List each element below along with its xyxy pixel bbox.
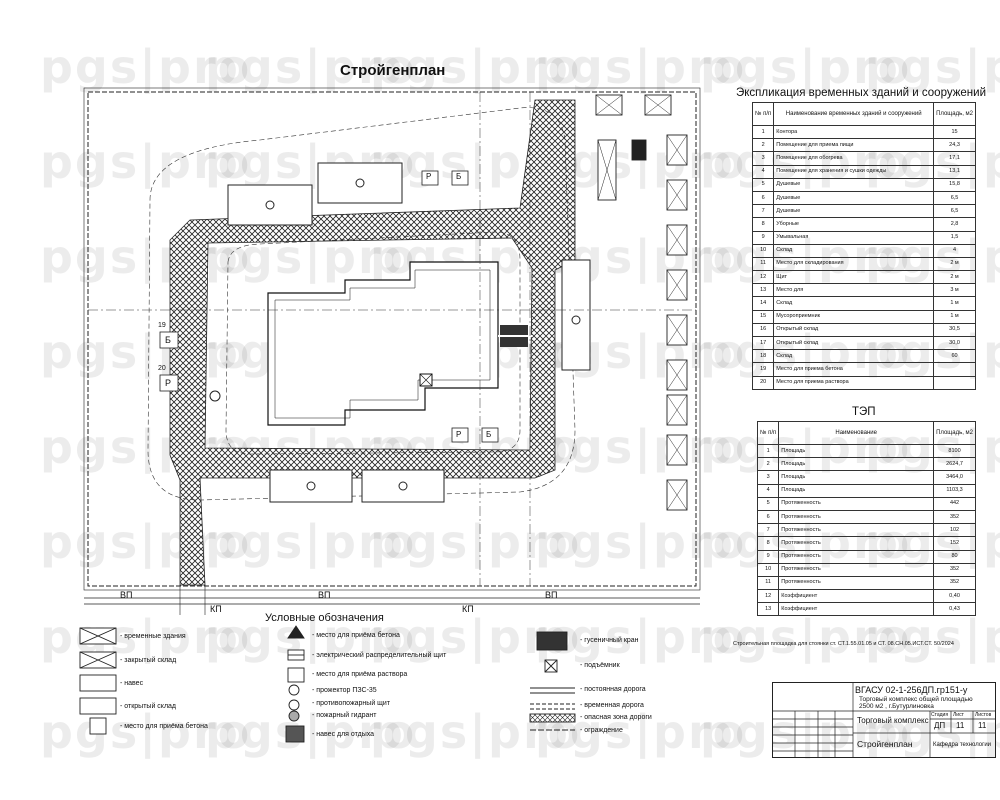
legend-fence: - ограждение [580,727,623,734]
explication-cell: 6,5 [933,204,976,219]
stamp-subject: Торговый комплекс общей площадью [859,696,973,703]
legend-closed-store: - закрытый склад [120,657,177,664]
exp-head-area: Площадь, м2 [933,102,976,126]
explication-cell [933,375,976,390]
marker-b-bottom: Б [486,430,492,439]
legend-danger-zone: - опасная зона дороги [580,714,652,721]
explication-cell: 12 [751,270,775,285]
explication-title: Экспликация временных зданий и сооружени… [736,87,987,99]
building-outline [267,261,499,426]
legend-shed: - навес [120,680,144,687]
stamp-building: Торговый комплекс [857,716,929,725]
legend-temp-buildings: - временные здания [120,633,186,640]
marker-r-top: Р [426,172,432,181]
kp-label-1: КП [210,604,222,614]
title-block: ВГАСУ 02-1-256ДП.гр151-у Торговый компле… [772,682,996,758]
stamp-stage: ДП [934,721,946,730]
legend-concrete-b: - место для приёма бетона [120,723,208,730]
vp-label-3: ВП [545,590,558,600]
vp-label-2: ВП [318,590,331,600]
explication-cell: 15 [933,124,976,140]
legend-rest-shed: - навес для отдыха [312,731,375,738]
tep-cell: 0,43 [933,602,976,617]
legend-hoist: - подъёмник [580,662,620,669]
legend-permanent-road: - постоянная дорога [580,686,646,693]
stamp-sheet: 11 [956,721,965,730]
stamp-sheet-name: Стройгенплан [857,739,913,749]
marker-r-left: Р [165,378,172,388]
marker-b-left: Б [165,335,171,345]
stamp-subject-2: 2500 м2 , г.Бутурлиновка [859,703,934,710]
stamp-code: ВГАСУ 02-1-256ДП.гр151-у [855,685,968,695]
stamp-org: Кафедра технологии [933,742,992,748]
explication-cell: Место для приема раствора [773,375,935,390]
stamp-head-sheet: Лист [953,712,964,718]
legend-mortar: - место для приёма раствора [312,671,408,678]
legend-el-panel: - электрический распределительный щит [312,652,447,659]
legend-crane: - гусеничный кран [580,637,639,644]
tep-title: ТЭП [852,406,876,418]
legend-hydrant: - пожарный гидрант [312,712,377,719]
legend-temp-road: - временная дорога [580,702,644,709]
marker-b-top: Б [456,172,462,181]
vp-label-1: ВП [120,590,133,600]
legend-concrete: - место для приёма бетона [312,632,400,639]
legend-open-store: - открытый склад [120,703,177,710]
explication-cell: 17 [751,335,775,351]
marker-20-left: 20 [158,365,166,372]
legend-floodlight: - прожектор ПЗС-35 [312,687,377,694]
kp-label-2: КП [462,604,474,614]
explication-cell: 20 [751,375,775,390]
marker-r-bottom: Р [456,430,462,439]
tep-cell: 8 [756,536,780,551]
stamp-head-sheets: Листов [975,712,992,718]
tep-head-num: № п/п [756,421,780,445]
tep-cell: 6 [756,509,780,525]
tep-head-name: Наименование [778,421,935,445]
legend-fire-panel: - противопожарный щит [312,700,391,707]
explication-table: № п/п Наименование временных зданий и со… [751,102,976,390]
explication-cell: 4 [751,164,775,179]
tep-cell: 13 [756,602,780,617]
legend-title: Условные обозначения [265,612,384,624]
stamp-head-stage: Стадия [931,712,949,718]
tep-cell: Коэффициент [778,602,935,617]
note-text: Строительная площадка для стоянки ст. СТ… [733,641,954,647]
plan-title: Стройгенплан [340,62,446,79]
marker-19-left: 19 [158,322,166,329]
tep-cell: 3 [756,470,780,485]
explication-cell: 2,8 [933,217,976,232]
stamp-sheets: 11 [978,721,987,730]
